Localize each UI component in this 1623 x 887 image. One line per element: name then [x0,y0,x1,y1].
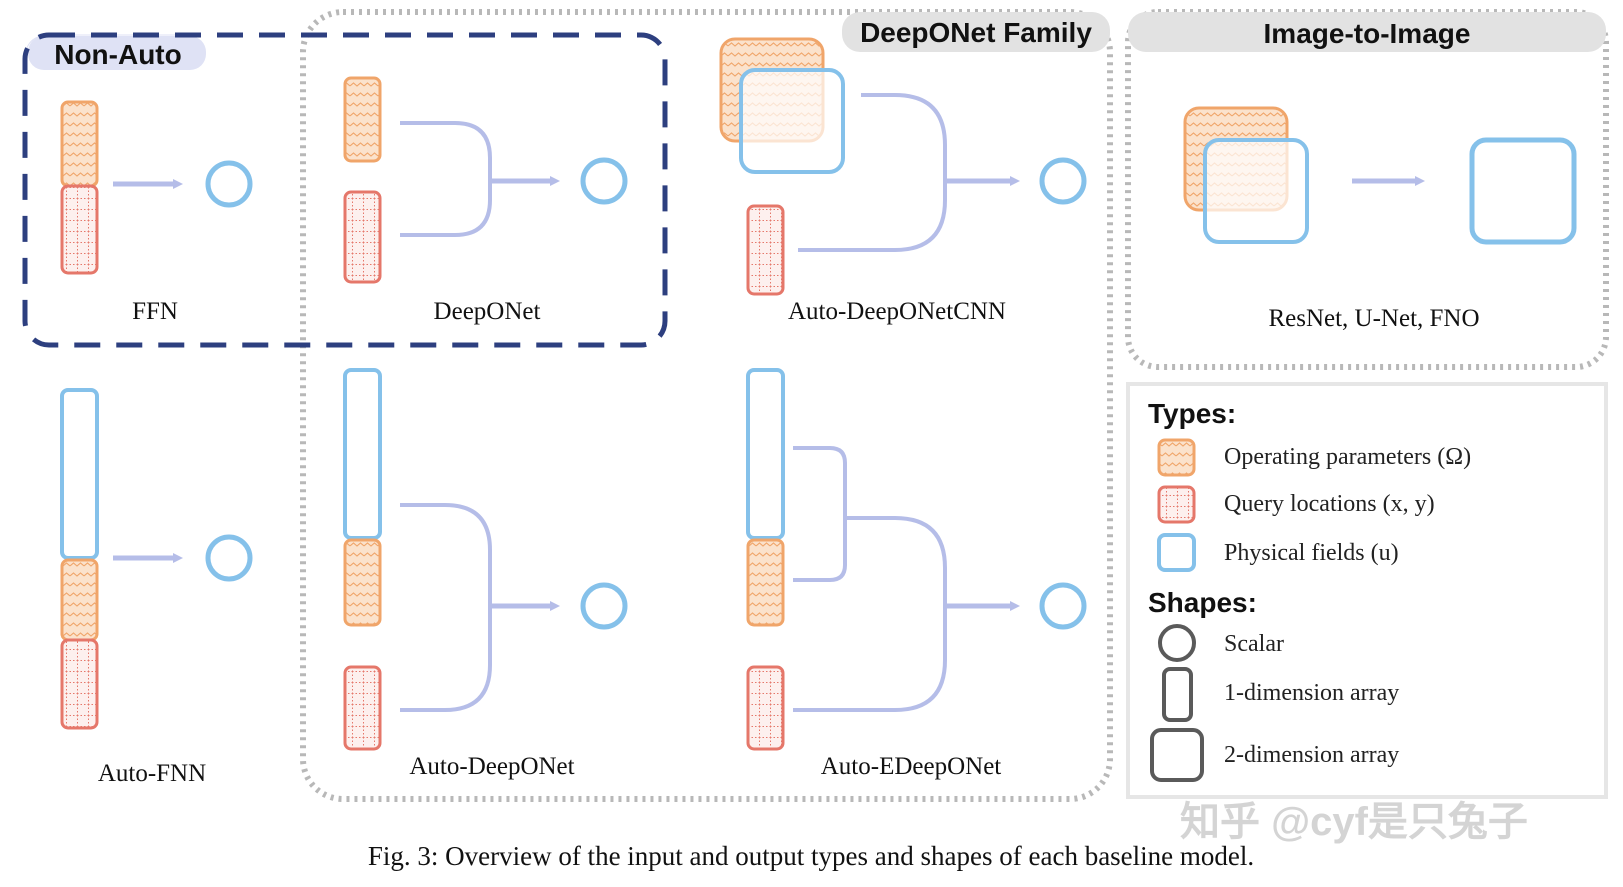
physical-fields-block [343,368,382,540]
figure-caption: Fig. 3: Overview of the input and output… [368,841,1254,871]
auto-deeponet-model: Auto-DeepONet [343,368,628,780]
tall-rect-icon [1162,667,1193,722]
outer-merge-connector [793,516,947,712]
dotted-grid-square-icon [1157,485,1196,524]
merge-connector [798,93,947,252]
auto-edeeponet-label: Auto-EDeepONet [821,753,1002,780]
scalar-output [580,582,628,630]
legend-frame [1126,382,1608,799]
wavy-square-icon [1157,438,1196,477]
merge-connector [400,503,492,712]
image-to-image-tab [1128,12,1606,52]
scalar-output [205,534,253,582]
legend-types-title: Types: [1148,398,1236,429]
query-locations-block [746,204,785,296]
auto-edeeponet-model: Auto-EDeepONet [746,368,1087,780]
deeponet-label: DeepONet [434,298,541,325]
legend-shape-2d: 2-dimension array [1224,742,1399,768]
image-to-image-title: Image-to-Image [1264,18,1471,49]
auto-deeponetcnn-model: Auto-DeepONetCNN [719,37,1087,325]
operating-params-block [343,76,382,163]
scalar-output [1039,582,1087,630]
plain-square-icon [1157,533,1196,572]
deeponet-family-title: DeepONet Family [860,17,1092,48]
auto-fnn-label: Auto-FNN [98,760,206,787]
auto-deeponet-label: Auto-DeepONet [409,753,574,780]
legend: Types: Operating parameters (Ω) Query lo… [1126,382,1608,799]
auto-deeponetcnn-label: Auto-DeepONetCNN [788,298,1006,325]
merge-connector [400,121,492,237]
image-to-image-group: Image-to-Image [1125,9,1609,370]
operating-params-block [343,538,382,627]
operating-params-block [60,558,99,642]
query-locations-block [343,665,382,751]
non-auto-frame [22,32,668,348]
physical-fields-2d-output [1469,137,1577,245]
legend-shape-1d: 1-dimension array [1224,680,1399,706]
inner-merge-connector [793,446,847,582]
legend-type-operating: Operating parameters (Ω) [1224,444,1471,470]
non-auto-title: Non-Auto [54,39,182,70]
image-models-label: ResNet, U-Net, FNO [1268,305,1479,332]
operating-params-block [60,100,99,188]
legend-shape-scalar: Scalar [1224,631,1284,657]
legend-shapes-title: Shapes: [1148,587,1257,618]
legend-type-query: Query locations (x, y) [1224,491,1435,517]
deeponet-family-tab [842,12,1110,52]
image-to-image-model: ResNet, U-Net, FNO [1183,106,1577,332]
deeponet-family-group: DeepONet Family [300,9,1113,802]
deeponet-model: DeepONet [343,76,628,325]
query-locations-block [746,665,785,751]
ffn-label: FFN [132,298,178,325]
watermark: 知乎 @cyf是只兔子 [1180,800,1528,844]
physical-fields-2d-block [739,68,845,174]
physical-fields-block [60,388,99,560]
ffn-model: FFN [60,100,253,325]
square-icon [1150,728,1204,782]
operating-params-block [746,538,785,627]
physical-fields-block [746,368,785,540]
scalar-output [1039,157,1087,205]
scalar-output [580,157,628,205]
non-auto-group: Non-Auto [22,32,668,348]
query-locations-block [343,190,382,284]
query-locations-block [60,184,99,275]
auto-fnn-model: Auto-FNN [60,388,253,787]
query-locations-block [60,638,99,730]
physical-fields-2d-block [1203,138,1309,244]
legend-type-physical: Physical fields (u) [1224,540,1399,566]
circle-icon [1158,624,1196,662]
deeponet-family-frame [300,9,1113,802]
scalar-output [205,160,253,208]
non-auto-tab [28,36,206,70]
